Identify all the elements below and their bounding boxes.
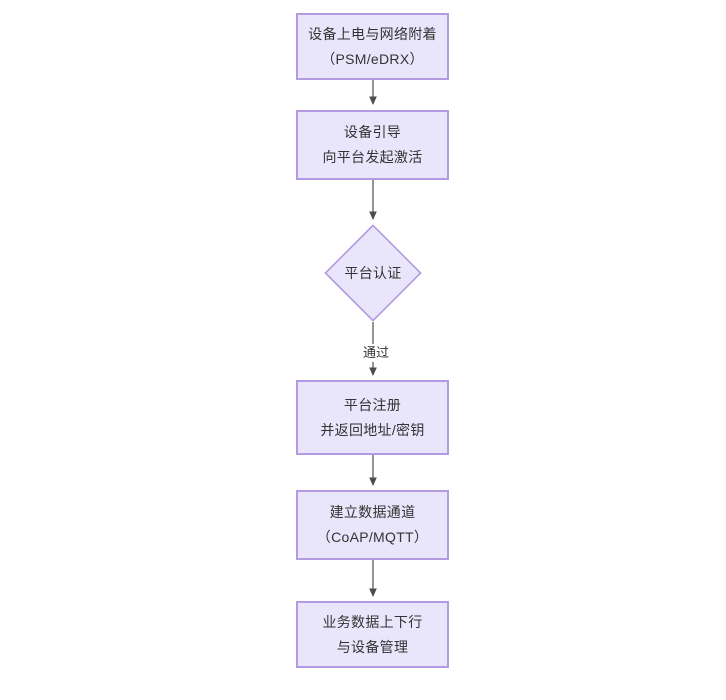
flow-node-line: 与设备管理 bbox=[336, 638, 409, 655]
diamond-shape bbox=[324, 224, 422, 322]
flow-node-line: 并返回地址/密钥 bbox=[320, 421, 425, 438]
flow-node-line: 平台注册 bbox=[343, 396, 402, 413]
flow-node-platform-register[interactable]: 平台注册 并返回地址/密钥 bbox=[296, 380, 449, 455]
flow-node-line: （PSM/eDRX） bbox=[321, 50, 424, 67]
flow-node-line: 设备上电与网络附着 bbox=[308, 25, 437, 42]
flow-node-device-power-on[interactable]: 设备上电与网络附着 （PSM/eDRX） bbox=[296, 13, 449, 80]
flow-node-establish-data-channel[interactable]: 建立数据通道 （CoAP/MQTT） bbox=[296, 490, 449, 560]
flow-node-line: 平台认证 bbox=[344, 264, 402, 281]
flow-node-line: （CoAP/MQTT） bbox=[316, 529, 429, 545]
flow-node-business-data[interactable]: 业务数据上下行 与设备管理 bbox=[296, 601, 449, 668]
flow-node-device-bootstrap[interactable]: 设备引导 向平台发起激活 bbox=[296, 110, 449, 180]
flow-node-line: 向平台发起激活 bbox=[322, 149, 423, 165]
flow-node-platform-auth[interactable]: 平台认证 bbox=[324, 224, 422, 322]
flow-node-line: 建立数据通道 bbox=[329, 504, 416, 520]
edge-label-pass: 通过 bbox=[352, 344, 400, 362]
flow-node-line: 业务数据上下行 bbox=[322, 613, 423, 630]
flow-node-line: 设备引导 bbox=[343, 124, 402, 140]
